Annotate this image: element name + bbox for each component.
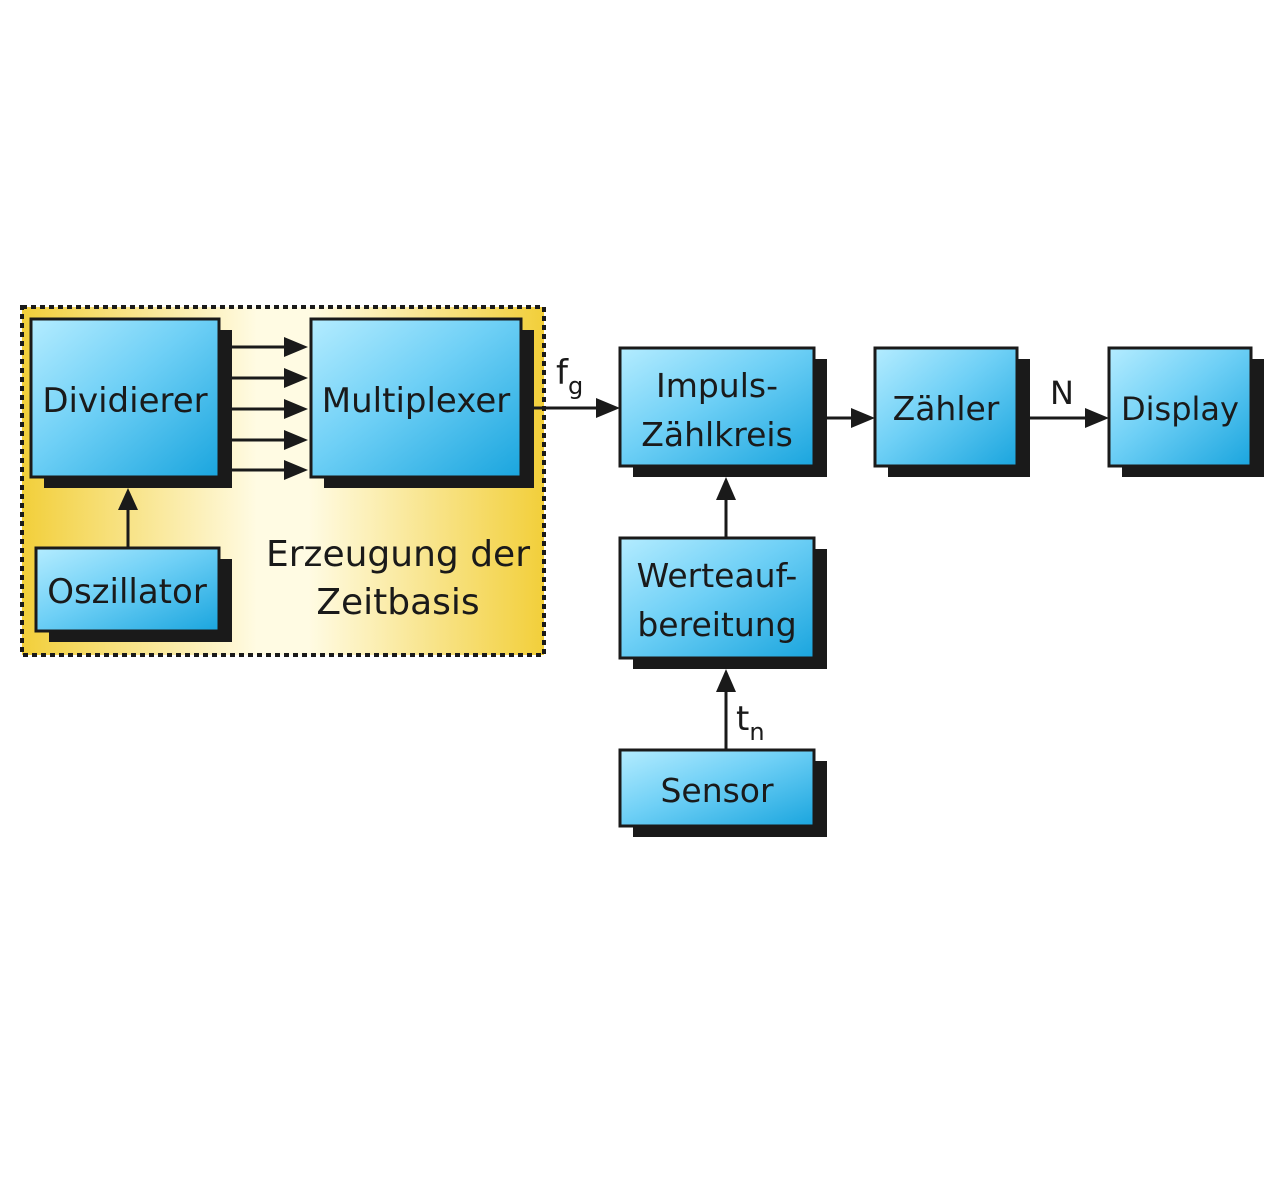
multiplexer-label: Multiplexer: [322, 381, 510, 421]
signal-fg-label: fg: [556, 353, 583, 400]
werte-label-line1: Werteauf-: [637, 556, 798, 595]
bus-arrow: [232, 430, 308, 450]
signal-tn-label: tn: [736, 699, 765, 746]
display-block: Display: [1107, 346, 1264, 477]
arrow-fg: fg: [534, 353, 620, 418]
oszillator-block: Oszillator: [34, 546, 232, 642]
bus-arrows: [232, 337, 308, 480]
dividierer-block: Dividierer: [29, 317, 232, 488]
bus-arrow: [232, 337, 308, 357]
dividierer-label: Dividierer: [42, 381, 207, 421]
multiplexer-block: Multiplexer: [309, 317, 534, 488]
bus-arrow: [232, 460, 308, 480]
signal-n-label: N: [1050, 374, 1074, 412]
signal-fg-sub: g: [568, 372, 583, 400]
bus-arrow: [232, 399, 308, 419]
arrow-impuls-to-zaehler: [827, 408, 875, 428]
werte-label-line2: bereitung: [637, 605, 796, 644]
oszillator-label: Oszillator: [47, 572, 207, 612]
bus-arrow: [232, 368, 308, 388]
timebase-label-line1: Erzeugung der: [266, 534, 530, 575]
zaehler-block: Zähler: [873, 346, 1030, 477]
sensor-block: Sensor: [618, 748, 827, 837]
werteaufbereitung-block: Werteauf- bereitung: [618, 536, 827, 669]
arrow-oszillator-to-dividierer: [118, 488, 138, 548]
zaehler-label: Zähler: [893, 389, 1000, 428]
arrow-n: N: [1030, 374, 1109, 428]
arrow-tn: tn: [716, 669, 765, 750]
signal-tn-main: t: [736, 699, 749, 739]
sensor-label: Sensor: [660, 771, 774, 810]
signal-fg-main: f: [556, 353, 569, 393]
display-label: Display: [1121, 390, 1239, 428]
impuls-label-line2: Zählkreis: [641, 415, 793, 454]
timebase-label-line2: Zeitbasis: [316, 582, 479, 623]
arrow-werte-to-impuls: [716, 477, 736, 538]
impuls-zaehlkreis-block: Impuls- Zählkreis: [618, 346, 827, 477]
signal-tn-sub: n: [749, 718, 764, 746]
impuls-label-line1: Impuls-: [656, 366, 778, 405]
